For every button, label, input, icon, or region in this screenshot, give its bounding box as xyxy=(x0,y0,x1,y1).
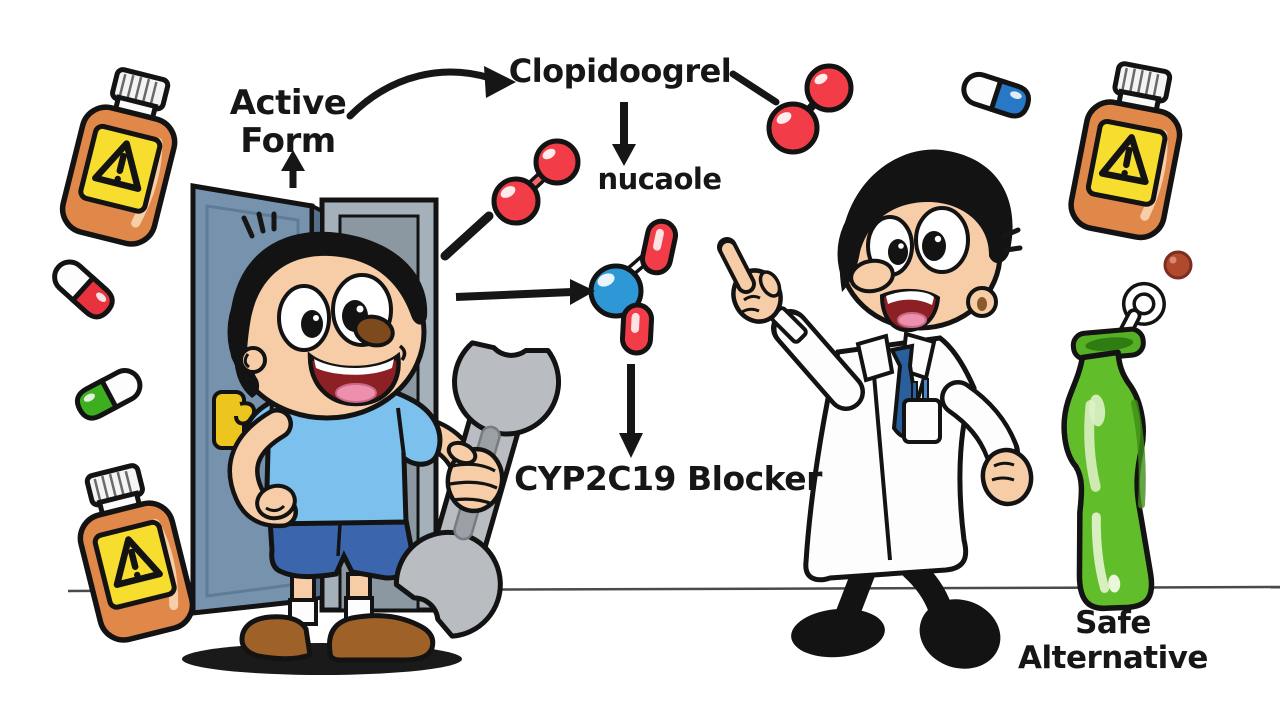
down-arrow-drug-to-metabolite xyxy=(612,102,636,166)
green-white-capsule-icon xyxy=(73,365,145,422)
safe-alternative-line1: Safe xyxy=(1075,605,1151,641)
down-arrow-molecule-to-blocker xyxy=(619,364,643,458)
boy-right-shoe xyxy=(326,613,436,663)
curved-arrow-active-to-drug xyxy=(346,66,516,120)
right-arrow-to-molecule xyxy=(455,279,595,305)
blue-white-capsule-icon xyxy=(960,71,1032,120)
doctor-left-shoe xyxy=(791,608,885,658)
red-sphere-highlight xyxy=(1169,256,1177,264)
pointer-line-left xyxy=(440,211,494,261)
doctor-right-shoe xyxy=(919,599,1001,669)
red-white-capsule-icon xyxy=(48,256,117,322)
red-molecule-top-right xyxy=(766,63,854,155)
pointer-line-top-right xyxy=(729,70,780,106)
green-bottle-icon xyxy=(1061,281,1166,612)
doctor-hair xyxy=(839,149,1013,292)
doctor-character xyxy=(717,149,1034,669)
warning-pill-bottle-top-left xyxy=(58,63,190,249)
safe-alternative-label: Safe Alternative xyxy=(1008,606,1218,675)
red-sphere-icon xyxy=(1163,250,1193,280)
active-form-line1: Active xyxy=(229,83,347,123)
doctor-nose xyxy=(849,258,895,294)
boy-character xyxy=(227,211,562,663)
up-arrow-door-to-form xyxy=(281,150,305,188)
safe-alternative-line2: Alternative xyxy=(1018,639,1208,676)
warning-pill-bottle-bottom-left xyxy=(66,459,198,645)
boy-hair xyxy=(229,231,428,367)
active-form-label: Active Form xyxy=(197,84,379,160)
boy-nose xyxy=(353,314,395,348)
metabolite-label: nucaole xyxy=(597,162,722,196)
metabolite-molecule xyxy=(588,218,678,356)
active-form-line2: Form xyxy=(240,121,336,162)
warning-pill-bottle-top-right xyxy=(1067,59,1191,242)
boy-left-shoe xyxy=(239,614,313,662)
red-molecule-left xyxy=(491,138,581,226)
drug-name-label: Clopidoogrel xyxy=(508,52,732,90)
coat-pocket xyxy=(902,398,942,444)
enzyme-blocker-label: CYP2C19 Blocker xyxy=(514,459,822,498)
